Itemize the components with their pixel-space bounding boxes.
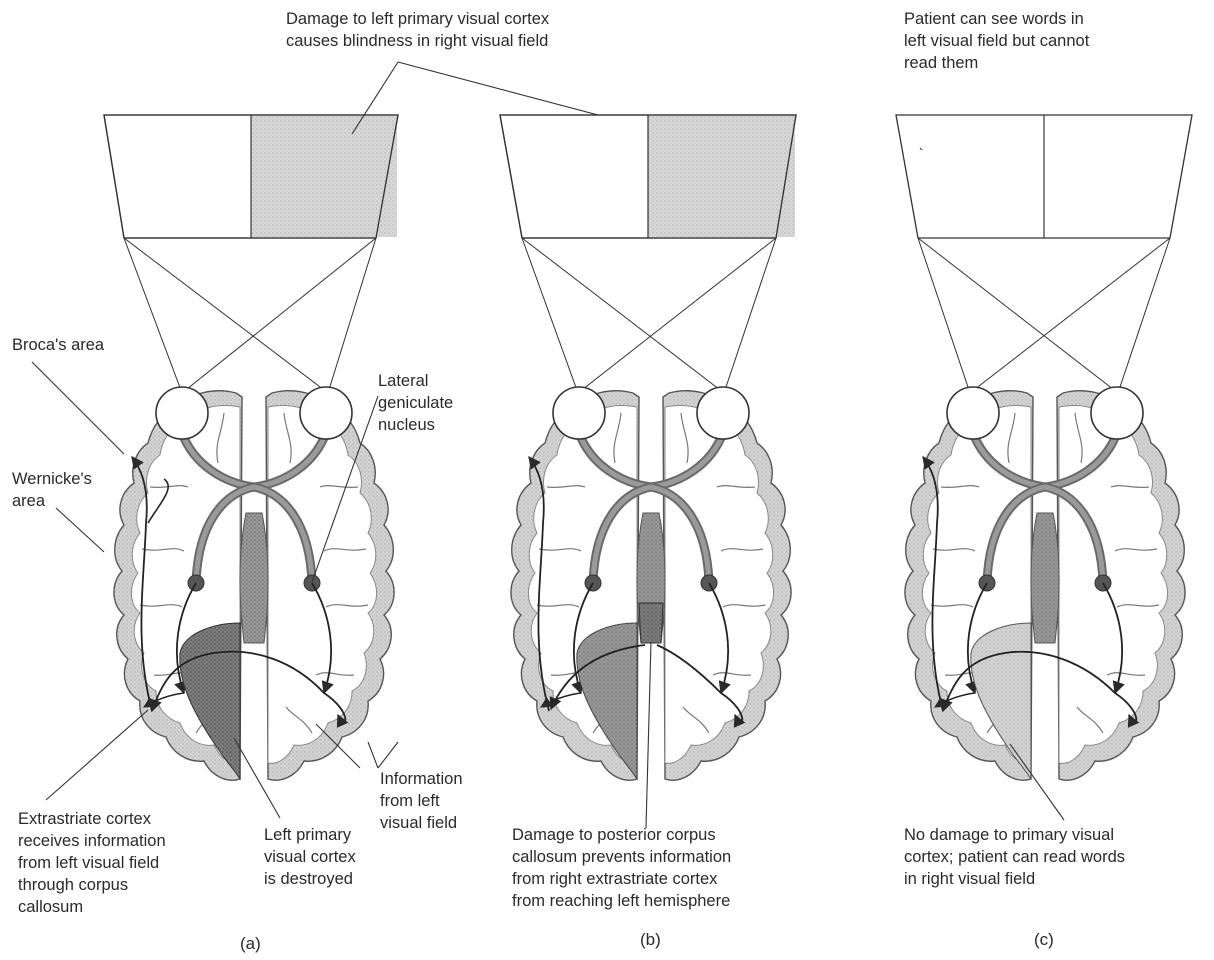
label-damage-primary-top: Damage to left primary visual cortex cau… [286, 8, 549, 52]
label-no-damage: No damage to primary visual cortex; pati… [904, 824, 1125, 890]
panel-letter-a: (a) [240, 934, 261, 954]
panel-c [896, 115, 1192, 820]
label-left-primary-destroyed: Left primary visual cortex is destroyed [264, 824, 356, 890]
panel-letter-b: (b) [640, 930, 661, 950]
label-patient-sees-words: Patient can see words in left visual fie… [904, 8, 1089, 74]
label-damage-corpus-callosum: Damage to posterior corpus callosum prev… [512, 824, 731, 912]
label-wernickes-area: Wernicke's area [12, 468, 92, 512]
panel-b [500, 115, 796, 828]
panel-letter-c: (c) [1034, 930, 1054, 950]
label-extrastriate: Extrastriate cortex receives information… [18, 808, 166, 918]
label-brocas-area: Broca's area [12, 334, 104, 356]
label-lateral-geniculate: Lateral geniculate nucleus [378, 370, 453, 436]
label-info-left-field: Information from left visual field [380, 768, 463, 834]
